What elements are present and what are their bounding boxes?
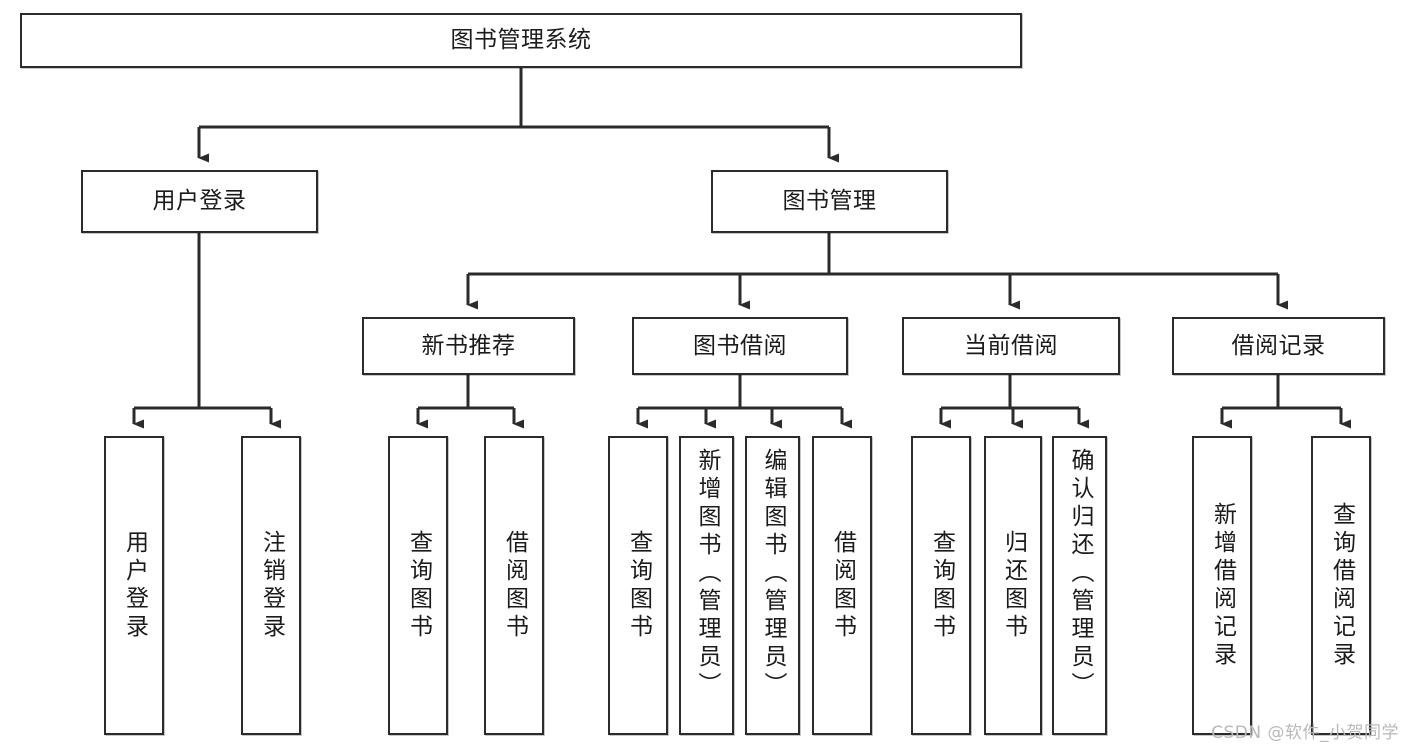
leaf-label: 归还图书 xyxy=(1000,529,1027,642)
leaf-node-confirm-return-admin[interactable]: 确认归还（管理员） xyxy=(1052,436,1107,735)
node-new-book-recommendation[interactable]: 新书推荐 xyxy=(362,317,575,375)
leaf-node-query-borrow-record[interactable]: 查询借阅记录 xyxy=(1311,436,1371,735)
node-label: 图书管理系统 xyxy=(450,27,592,54)
leaf-label: 新增借阅记录 xyxy=(1209,501,1236,670)
node-label: 新书推荐 xyxy=(421,332,516,359)
node-book-management-system[interactable]: 图书管理系统 xyxy=(20,13,1022,68)
leaf-node-return-book[interactable]: 归还图书 xyxy=(984,436,1042,735)
node-label: 借阅记录 xyxy=(1231,332,1326,359)
node-label: 当前借阅 xyxy=(964,332,1058,359)
leaf-node-query-book-rec[interactable]: 查询图书 xyxy=(388,436,448,735)
leaf-node-edit-book-admin[interactable]: 编辑图书（管理员） xyxy=(745,436,800,735)
leaf-node-query-book-borrow[interactable]: 查询图书 xyxy=(608,436,668,735)
leaf-node-query-book-current[interactable]: 查询图书 xyxy=(911,436,971,735)
leaf-node-user-login[interactable]: 用户登录 xyxy=(104,436,164,735)
leaf-node-add-book-admin[interactable]: 新增图书（管理员） xyxy=(679,436,734,735)
leaf-node-borrow-book[interactable]: 借阅图书 xyxy=(812,436,872,735)
node-user-login[interactable]: 用户登录 xyxy=(81,170,318,233)
leaf-label: 新增图书（管理员） xyxy=(694,448,720,700)
leaf-label: 查询图书 xyxy=(928,529,955,642)
leaf-label: 确认归还（管理员） xyxy=(1067,448,1093,700)
leaf-node-logout[interactable]: 注销登录 xyxy=(241,436,301,735)
node-book-management[interactable]: 图书管理 xyxy=(711,170,948,233)
leaf-label: 查询借阅记录 xyxy=(1328,501,1355,670)
node-borrowing-record[interactable]: 借阅记录 xyxy=(1172,317,1385,375)
leaf-label: 借阅图书 xyxy=(829,529,856,642)
node-book-borrowing[interactable]: 图书借阅 xyxy=(632,317,848,375)
leaf-label: 用户登录 xyxy=(121,529,148,642)
node-current-borrowing[interactable]: 当前借阅 xyxy=(902,317,1120,375)
leaf-label: 注销登录 xyxy=(258,529,285,642)
leaf-node-borrow-book-rec[interactable]: 借阅图书 xyxy=(484,436,544,735)
leaf-label: 编辑图书（管理员） xyxy=(760,448,786,700)
node-label: 图书借阅 xyxy=(693,332,787,359)
leaf-node-add-borrow-record[interactable]: 新增借阅记录 xyxy=(1192,436,1252,735)
node-label: 用户登录 xyxy=(152,188,247,215)
node-label: 图书管理 xyxy=(782,188,877,215)
leaf-label: 查询图书 xyxy=(625,529,652,642)
leaf-label: 查询图书 xyxy=(405,529,432,642)
leaf-label: 借阅图书 xyxy=(501,529,528,642)
